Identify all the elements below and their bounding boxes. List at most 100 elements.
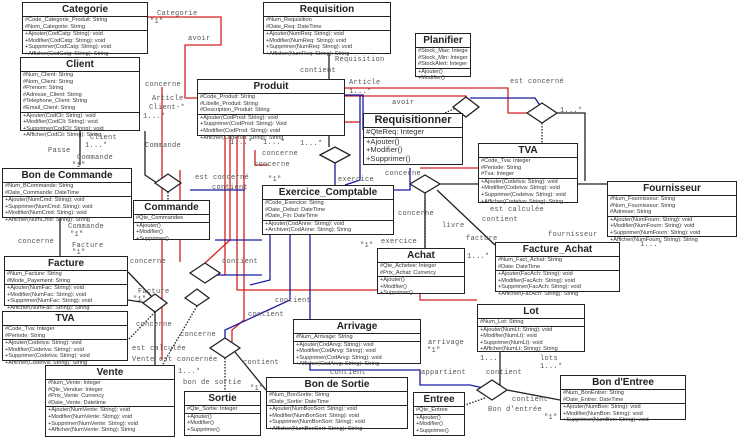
class-bon-entree[interactable]: Bon d'Entree#Num_BonEntrer: String#Date_…	[560, 375, 686, 423]
class-attribute: #Periode: String	[5, 332, 46, 339]
class-method: +Modifier(NumFac: String): void	[7, 291, 87, 298]
class-attributes: #Num_Vente: Integer#Qte_Vendue: Integer#…	[46, 380, 174, 408]
class-methods: +Ajouter(CodAnne: String): void+Archiver…	[263, 221, 393, 234]
class-method: +Supprimer(CodArvg: String): void	[296, 354, 382, 361]
class-name: TVA	[3, 312, 127, 326]
class-attributes: #Num_BonSortie: String#Date_Sortie: Date…	[267, 392, 407, 407]
class-attribute: #Date_Vente: Datetime	[48, 399, 106, 406]
class-method: +Modifier(CodArvg: String): void	[296, 348, 376, 355]
class-attributes: #QteReq: Integer	[364, 128, 462, 138]
class-attribute: #Libelle_Produit: String	[200, 100, 258, 107]
class-methods: +Ajouter()+Modifier()+Supprimer()	[185, 414, 260, 434]
class-planifier[interactable]: Planifier#Stock_Max: Integer#Stock_Min: …	[415, 33, 471, 81]
class-method: +Modifier(Codetva: String): void	[481, 185, 560, 192]
class-method: +Modifier()	[380, 283, 407, 290]
class-name: Lot	[478, 305, 584, 319]
class-method: +Ajouter(NumBon: String): void	[563, 404, 641, 411]
class-commande[interactable]: Commande#Qte_Commandee+Ajouter()+Modifie…	[133, 200, 210, 242]
class-method: +Supprimer(CodCli: String): void	[23, 125, 104, 132]
class-attribute: #Nom_Client: String	[23, 78, 74, 85]
class-methods: +Ajouter(NumLt: String): void+Modifier(N…	[478, 327, 584, 353]
class-attributes: #Num_Fournisseur: String#Nom_Fournisseur…	[608, 196, 736, 217]
class-method: +Afficher(NumBonSort: String): String	[269, 425, 363, 432]
class-facture[interactable]: Facture#Num_Facture: String#Mode_Payemen…	[4, 256, 128, 311]
class-attribute: #Date_Commande: DateTime	[5, 189, 80, 196]
class-method: +Modifier(NumBonSort: String): void	[269, 412, 359, 419]
class-attributes: #Num_Requisition#Date_Req: DateTime	[264, 17, 390, 32]
class-name: Vente	[46, 366, 174, 380]
class-attribute: #Stock_Min: Integer	[418, 54, 468, 61]
class-bon-sortie[interactable]: Bon de Sortie#Num_BonSortie: String#Date…	[266, 377, 408, 432]
class-method: +Ajouter(CodCli: String): void	[23, 112, 96, 119]
class-attribute: #Date_Sortie: DateTime	[269, 398, 329, 405]
class-client[interactable]: Client#Num_Client: String#Nom_Client: St…	[20, 57, 140, 138]
class-name: Bon de Commande	[3, 169, 131, 183]
class-fournisseur[interactable]: Fournisseur#Num_Fournisseur: String#Nom_…	[607, 181, 737, 243]
class-attribute: #Date: DateTime	[498, 263, 541, 270]
class-attribute: #Prix_Achat: Currency	[380, 269, 436, 276]
class-attribute: #Mode_Payement: String	[7, 277, 71, 284]
class-attribute: #Num_BonEntrer: String	[563, 390, 624, 396]
red-associations	[148, 16, 530, 360]
class-name: Commande	[134, 201, 209, 215]
class-entree[interactable]: Entree#Qte_Entree+Ajouter()+Modifier()+S…	[413, 392, 465, 436]
class-vente[interactable]: Vente#Num_Vente: Integer#Qte_Vendue: Int…	[45, 365, 175, 437]
class-methods: +Ajouter(CodArvg: String): void+Modifier…	[294, 342, 420, 368]
class-method: +Modifier()	[416, 421, 443, 428]
class-attributes: #Num_Lot: String	[478, 319, 584, 327]
class-lot[interactable]: Lot#Num_Lot: String+Ajouter(NumLt: Strin…	[477, 304, 585, 352]
class-methods: +Ajouter()+Modifier()	[416, 69, 470, 82]
class-attribute: #Num_Fact_Achat: String	[498, 257, 563, 263]
class-methods: +Ajouter(CodCatg: String): void+Modifier…	[23, 31, 147, 57]
class-method: +Ajouter()	[136, 222, 161, 229]
class-arrivage[interactable]: Arrivage#Num_Arrivage: String+Ajouter(Co…	[293, 319, 421, 367]
class-method: +Supprimer()	[380, 290, 413, 297]
class-method: +Modifier(NumReq: String): void	[266, 37, 347, 44]
class-methods: +Ajouter(CodCli: String): void+Modifier(…	[21, 113, 139, 139]
class-requisition[interactable]: Requisition#Num_Requisition#Date_Req: Da…	[263, 2, 391, 57]
class-method: +Modifier(CodCatg: String): void	[25, 37, 106, 44]
class-attributes: #Code_Tva: Integer#Periode: String#Tva: …	[479, 158, 577, 179]
class-produit[interactable]: Produit#Code_Produit: String#Libelle_Pro…	[197, 79, 345, 141]
class-attribute: #Prix_Vente: Currency	[48, 393, 104, 400]
class-attributes: #Code_Categorie_Produit: String#Nom_Cate…	[23, 17, 147, 32]
class-method: +Supprimer(CodProd: String): Void	[200, 121, 287, 128]
class-achat[interactable]: Achat#Qte_Achetee: Integer#Prix_Achat: C…	[377, 248, 465, 297]
class-tva2[interactable]: TVA#Code_Tva: Integer#Periode: String+Aj…	[2, 311, 128, 366]
class-method: +Modifier()	[136, 229, 163, 236]
class-methods: +Ajouter(NumFourn: String): void+Modifie…	[608, 217, 736, 243]
class-method: +Supprimer(NumBon: String): void	[563, 417, 649, 424]
class-attribute: #Num_Requisition	[266, 17, 312, 23]
class-method: +Supprimer(FacAch: String): void	[498, 284, 581, 291]
class-method: +Afficher(CodArvg: String): String	[296, 361, 380, 368]
class-facture-achat[interactable]: Facture_Achat#Num_Fact_Achat: String#Dat…	[495, 242, 620, 297]
class-method: +Modifier(NumCmd: String): void	[5, 210, 87, 217]
class-method: +Supprimer(NumFourn: String): void	[610, 229, 701, 236]
class-tva1[interactable]: TVA#Code_Tva: Integer#Periode: String#Tv…	[478, 143, 578, 205]
class-attribute: #Code_Categorie_Produit: String	[25, 17, 108, 23]
class-attributes: #Qte_Entree	[414, 407, 464, 415]
class-attribute: #QteReq: Integer	[366, 128, 425, 136]
class-name: Facture	[5, 257, 127, 271]
class-method: +Supprimer(NumReq: String): void	[266, 44, 352, 51]
class-attribute: #Code_Exercice: String	[265, 200, 324, 206]
class-bon-commande[interactable]: Bon de Commande#Num_BCommande: String#Da…	[2, 168, 132, 223]
class-sortie[interactable]: Sortie#Qte_Sortie: Integer+Ajouter()+Mod…	[184, 391, 261, 436]
class-method: +Ajouter(NumFac: String): void	[7, 285, 84, 292]
class-requisitionner[interactable]: Requisitionner#QteReq: Integer+Ajouter()…	[363, 113, 463, 165]
class-exercice[interactable]: Exercice_Comptable#Code_Exercice: String…	[262, 185, 394, 235]
class-attribute: #StockAlert: Integer	[418, 61, 468, 68]
class-attribute: #Stock_Max: Integer	[418, 48, 468, 54]
class-attribute: #Nom_Fournisseur: String	[610, 202, 676, 209]
class-methods: +Ajouter(NumBonSort: String): void+Modif…	[267, 406, 407, 432]
class-method: +Afficher(CodCatg: String): String	[25, 50, 109, 57]
class-methods: +Ajouter(Codetva: String): void+Modifier…	[3, 340, 127, 366]
class-methods: +Ajouter(NumFac: String): void+Modifier(…	[5, 285, 127, 311]
class-method: +Supprimer(CodCatg: String): void	[25, 44, 111, 51]
class-categorie[interactable]: Categorie#Code_Categorie_Produit: String…	[22, 2, 148, 57]
class-method: +Ajouter(CodAnne: String): void	[265, 220, 345, 227]
class-attribute: #Description_Produit: String	[200, 107, 270, 114]
class-name: Facture_Achat	[496, 243, 619, 257]
class-name: Fournisseur	[608, 182, 736, 196]
